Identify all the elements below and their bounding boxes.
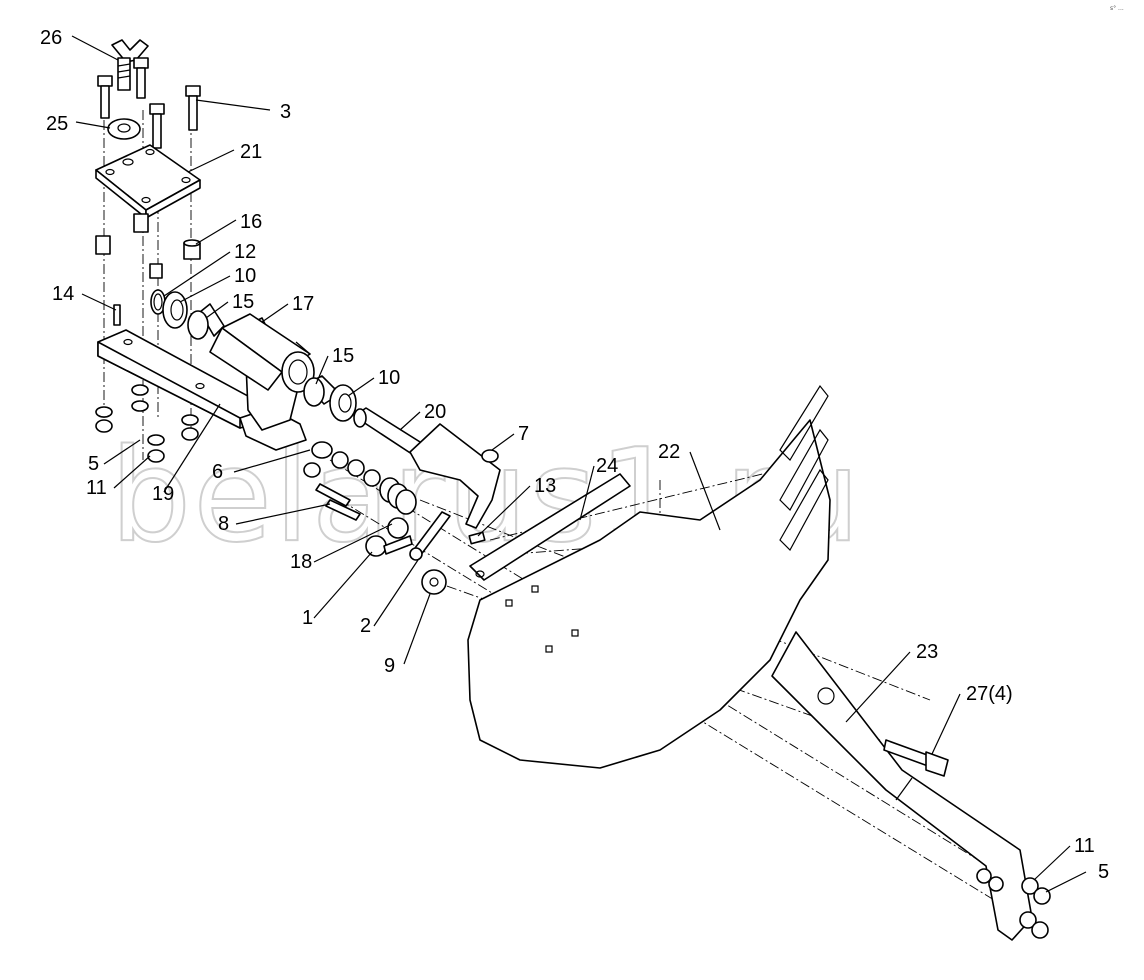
part-9-washer (421, 569, 447, 595)
callout-17: 17 (292, 293, 314, 315)
callout-7: 7 (518, 423, 529, 445)
callout-16: 16 (240, 211, 262, 233)
callout-3: 3 (280, 101, 291, 123)
callout-23: 23 (916, 641, 938, 663)
callout-20: 20 (424, 401, 446, 423)
callout-labels: 26 25 3 21 16 12 10 15 17 14 15 10 20 7 … (40, 27, 1109, 883)
callout-13: 13 (534, 475, 556, 497)
callout-2: 2 (360, 615, 371, 637)
part-7-arm (409, 423, 501, 529)
part-24-strip (469, 473, 631, 581)
part-15-bushing-left (187, 303, 225, 340)
part-25-nut (107, 118, 141, 140)
callout-14: 14 (52, 283, 74, 305)
leader-lines (71, 35, 1087, 893)
callout-21: 21 (240, 141, 262, 163)
callout-18: 18 (290, 551, 312, 573)
callout-26: 26 (40, 27, 62, 49)
pivot-tube (209, 313, 315, 393)
callout-15-upper: 15 (232, 291, 254, 313)
part-1-bolt (365, 535, 413, 557)
callout-10-upper: 10 (234, 265, 256, 287)
part-2-bolt (409, 511, 451, 561)
callout-27-4: 27(4) (966, 683, 1013, 705)
part-18-spring (379, 477, 417, 539)
corner-mark: s° ... (1110, 5, 1124, 12)
part-22-blade (467, 384, 831, 769)
part-23-bar (771, 631, 1033, 941)
spacer-bushings (95, 213, 163, 279)
part-6-washers (303, 441, 381, 487)
part-3-bolts (97, 57, 201, 149)
part-27-bolt (883, 739, 949, 777)
callout-11-left: 11 (86, 477, 107, 499)
callout-5-left: 5 (88, 453, 99, 475)
part-19-bracket (97, 329, 307, 451)
callout-15-lower: 15 (332, 345, 354, 367)
part-26-wing-bolt (111, 39, 149, 91)
callout-10-lower: 10 (378, 367, 400, 389)
callout-9: 9 (384, 655, 395, 677)
part-16-bushing (183, 239, 201, 260)
callout-8: 8 (218, 513, 229, 535)
callout-24: 24 (596, 455, 618, 477)
part-14-pin (113, 304, 121, 326)
part-13-pin (468, 531, 486, 545)
part-10-washer-right (329, 384, 357, 422)
callout-22: 22 (658, 441, 680, 463)
callout-1: 1 (302, 607, 313, 629)
callout-12: 12 (234, 241, 256, 263)
part-21-plate (95, 144, 201, 219)
part-10-washer-left (162, 291, 188, 329)
callout-19: 19 (152, 483, 174, 505)
callout-5-right: 5 (1098, 861, 1109, 883)
callout-6: 6 (212, 461, 223, 483)
callout-25: 25 (46, 113, 68, 135)
callout-11-right: 11 (1074, 835, 1095, 857)
part-5-11-nuts-left (95, 384, 199, 463)
